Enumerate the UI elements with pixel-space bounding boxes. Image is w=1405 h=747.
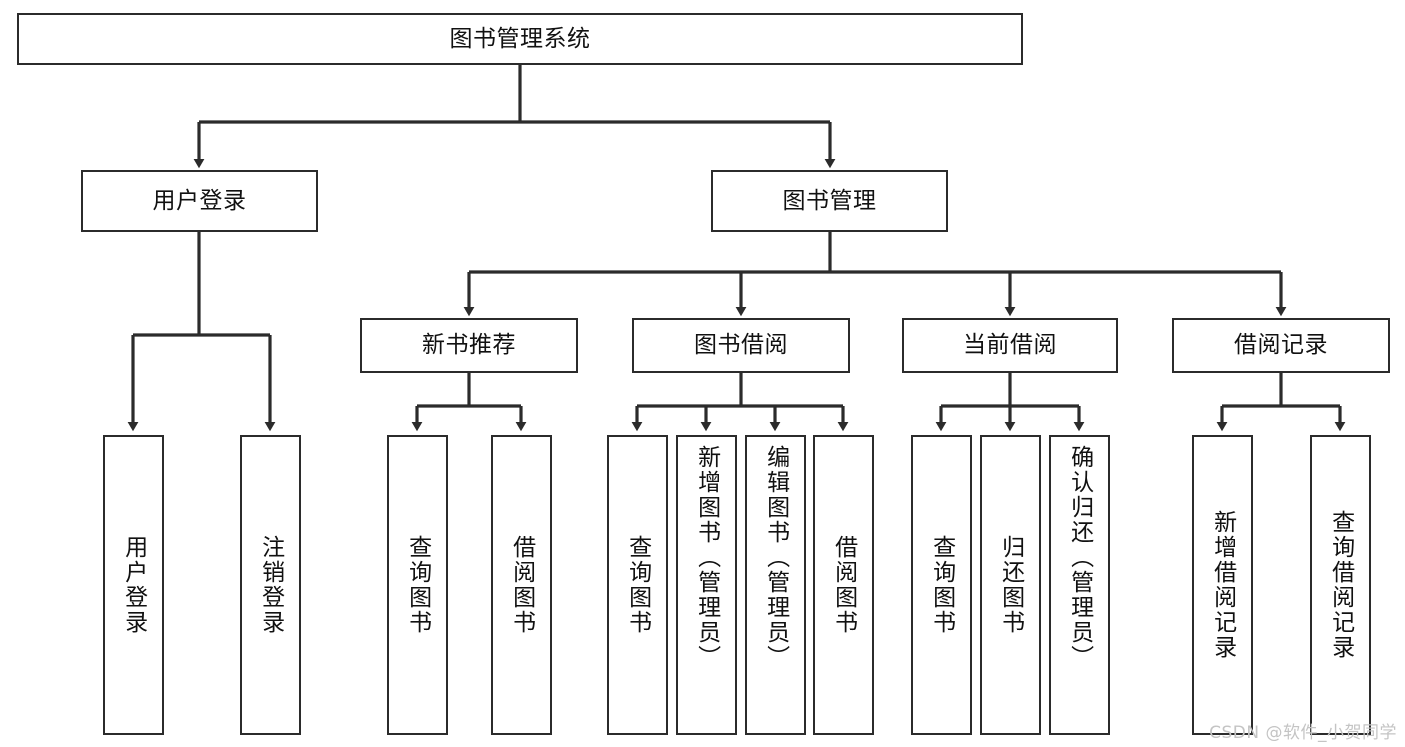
leaf-query-books-recommend[interactable]: 查询图书 — [387, 435, 448, 735]
node-label: 查询图书 — [928, 535, 955, 635]
node-label: 查询图书 — [404, 535, 431, 635]
leaf-return-books[interactable]: 归还图书 — [980, 435, 1041, 735]
leaf-query-books-borrow[interactable]: 查询图书 — [607, 435, 668, 735]
node-label: 查询借阅记录 — [1327, 510, 1354, 660]
node-book-borrowing[interactable]: 图书借阅 — [632, 318, 850, 373]
node-label: 确认归还（管理员） — [1066, 445, 1093, 670]
node-label: 借阅图书 — [830, 535, 857, 635]
leaf-add-borrow-record[interactable]: 新增借阅记录 — [1192, 435, 1253, 735]
node-borrowing-records[interactable]: 借阅记录 — [1172, 318, 1390, 373]
node-label: 图书管理系统 — [449, 25, 591, 52]
node-label: 图书借阅 — [694, 332, 788, 359]
node-user-login[interactable]: 用户登录 — [81, 170, 318, 232]
leaf-borrow-books[interactable]: 借阅图书 — [813, 435, 874, 735]
node-root-book-management-system[interactable]: 图书管理系统 — [17, 13, 1023, 65]
node-label: 编辑图书（管理员） — [762, 445, 789, 670]
node-label: 新增借阅记录 — [1209, 510, 1236, 660]
leaf-add-book-admin[interactable]: 新增图书（管理员） — [676, 435, 737, 735]
node-label: 新增图书（管理员） — [693, 445, 720, 670]
csdn-watermark: CSDN @软件_小贺同学 — [1209, 723, 1397, 743]
leaf-confirm-return-admin[interactable]: 确认归还（管理员） — [1049, 435, 1110, 735]
node-label: 归还图书 — [997, 535, 1024, 635]
node-current-borrowing[interactable]: 当前借阅 — [902, 318, 1118, 373]
leaf-query-borrow-record[interactable]: 查询借阅记录 — [1310, 435, 1371, 735]
node-label: 新书推荐 — [422, 332, 516, 359]
node-label: 用户登录 — [120, 535, 147, 635]
node-label: 借阅图书 — [508, 535, 535, 635]
leaf-user-login[interactable]: 用户登录 — [103, 435, 164, 735]
node-label: 用户登录 — [152, 187, 247, 214]
node-label: 当前借阅 — [963, 332, 1057, 359]
node-label: 查询图书 — [624, 535, 651, 635]
node-label: 图书管理 — [782, 187, 877, 214]
leaf-borrow-books-recommend[interactable]: 借阅图书 — [491, 435, 552, 735]
node-new-book-recommendation[interactable]: 新书推荐 — [360, 318, 578, 373]
node-label: 注销登录 — [257, 535, 284, 635]
leaf-query-books-current[interactable]: 查询图书 — [911, 435, 972, 735]
node-book-management[interactable]: 图书管理 — [711, 170, 948, 232]
node-label: 借阅记录 — [1234, 332, 1328, 359]
leaf-edit-book-admin[interactable]: 编辑图书（管理员） — [745, 435, 806, 735]
leaf-logout[interactable]: 注销登录 — [240, 435, 301, 735]
